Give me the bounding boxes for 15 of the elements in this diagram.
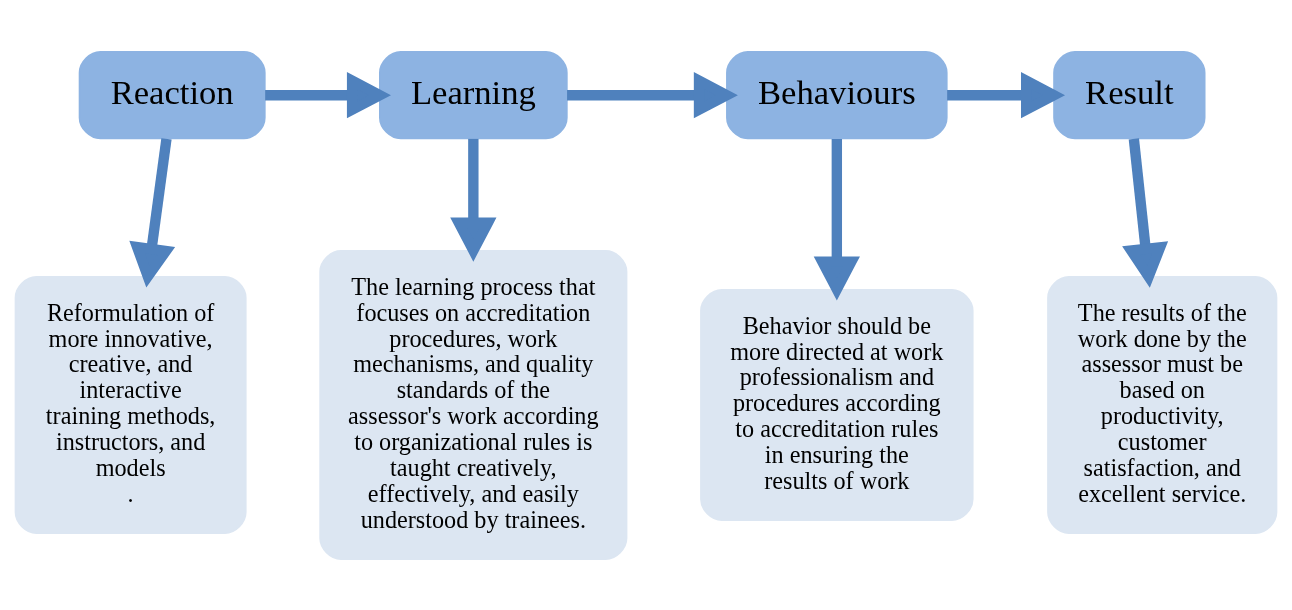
arrow xyxy=(947,71,1066,118)
arrow xyxy=(450,138,497,262)
node-box: Behaviours xyxy=(726,50,948,139)
node-box: The learning process that focuses on accreditation procedures, work mechanisms, and quality standards of the assessor's work according to organizational rules is taught creatively, effectively, and easily understood by trainees. xyxy=(319,249,628,560)
node-box: Learning xyxy=(379,50,568,139)
arrow xyxy=(567,71,738,118)
arrow xyxy=(813,138,860,301)
arrow xyxy=(129,137,176,288)
arrow xyxy=(1122,137,1169,288)
node-box: Result xyxy=(1053,50,1206,139)
arrow xyxy=(265,71,391,118)
node-box: Behavior should be more directed at work professionalism and procedures according to accreditation rules in ensuring the results of work xyxy=(700,288,974,521)
node-box: Reformulation of more innovative, creative, and interactive training methods, instructors, and models . xyxy=(14,275,247,534)
node-box: Reaction xyxy=(78,50,266,139)
node-box: The results of the work done by the assessor must be based on productivity, customer satisfaction, and excellent service. xyxy=(1047,275,1278,534)
